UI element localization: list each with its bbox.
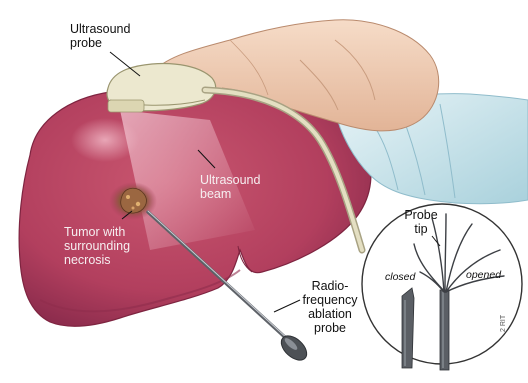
label-ultrasound-probe: Ultrasound probe bbox=[70, 22, 130, 50]
artist-code: 2 RIT bbox=[500, 315, 507, 332]
label-closed: closed bbox=[385, 271, 415, 283]
label-probe-tip: Probe tip bbox=[402, 208, 440, 236]
label-ultrasound-beam: Ultrasound beam bbox=[200, 173, 260, 201]
label-opened: opened bbox=[466, 269, 501, 281]
label-rfa-probe: Radio- frequency ablation probe bbox=[300, 279, 360, 335]
label-tumor: Tumor with surrounding necrosis bbox=[64, 225, 130, 267]
probe-tip-inset bbox=[362, 204, 522, 370]
closed-probe-tip bbox=[402, 288, 414, 368]
ultrasound-probe bbox=[107, 64, 216, 112]
leader-rfa-probe bbox=[274, 300, 300, 312]
